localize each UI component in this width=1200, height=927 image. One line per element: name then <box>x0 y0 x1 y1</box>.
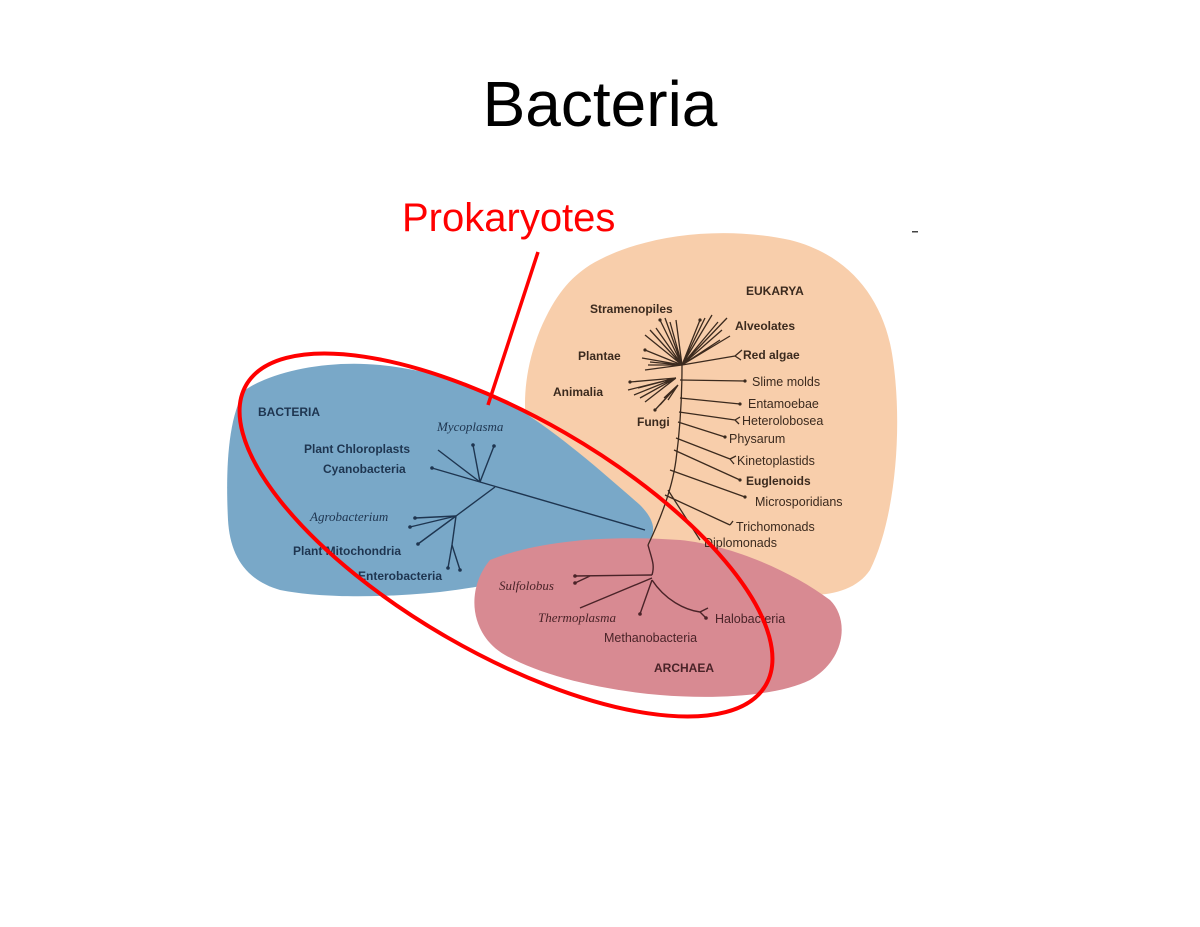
taxon-heterolobosea: Heterolobosea <box>742 414 823 428</box>
prokaryotes-callout-label: Prokaryotes <box>402 196 616 240</box>
taxon-trichomonads: Trichomonads <box>736 520 815 534</box>
taxon-slime-molds: Slime molds <box>752 375 820 389</box>
taxon-diplomonads: Diplomonads <box>704 536 777 550</box>
taxon-red-algae: Red algae <box>743 348 800 362</box>
taxon-halobacteria: Halobacteria <box>715 612 785 626</box>
taxon-plant-mitochondria: Plant Mitochondria <box>293 544 401 558</box>
stray-mark <box>912 231 918 233</box>
bacteria-domain-label: BACTERIA <box>258 405 320 419</box>
taxon-mycoplasma: Mycoplasma <box>436 419 504 434</box>
taxon-methanobacteria: Methanobacteria <box>604 631 697 645</box>
taxon-animalia: Animalia <box>553 385 603 399</box>
bacteria-tree <box>408 443 646 572</box>
eukarya-tree <box>627 314 747 546</box>
taxon-cyanobacteria: Cyanobacteria <box>323 462 406 476</box>
taxon-enterobacteria: Enterobacteria <box>358 569 442 583</box>
slide-title: Bacteria <box>482 68 718 140</box>
taxon-plant-chloroplasts: Plant Chloroplasts <box>304 442 410 456</box>
taxon-fungi: Fungi <box>637 415 670 429</box>
taxon-physarum: Physarum <box>729 432 785 446</box>
prokaryotes-pointer-line <box>486 251 540 406</box>
taxon-sulfolobus: Sulfolobus <box>499 578 554 593</box>
eukarya-domain-label: EUKARYA <box>746 284 804 298</box>
taxon-microsporidians: Microsporidians <box>755 495 843 509</box>
taxon-kinetoplastids: Kinetoplastids <box>737 454 815 468</box>
taxon-agrobacterium: Agrobacterium <box>309 509 388 524</box>
taxon-euglenoids: Euglenoids <box>746 474 811 488</box>
archaea-tree <box>573 544 709 620</box>
taxon-plantae: Plantae <box>578 349 621 363</box>
taxon-alveolates: Alveolates <box>735 319 795 333</box>
taxon-thermoplasma: Thermoplasma <box>538 610 617 625</box>
taxon-entamoebae: Entamoebae <box>748 397 819 411</box>
prokaryotes-ellipse <box>237 351 775 719</box>
taxon-stramenopiles: Stramenopiles <box>590 302 673 316</box>
archaea-domain-label: ARCHAEA <box>654 661 714 675</box>
archaea-region <box>474 538 842 697</box>
bacteria-region <box>227 363 654 597</box>
